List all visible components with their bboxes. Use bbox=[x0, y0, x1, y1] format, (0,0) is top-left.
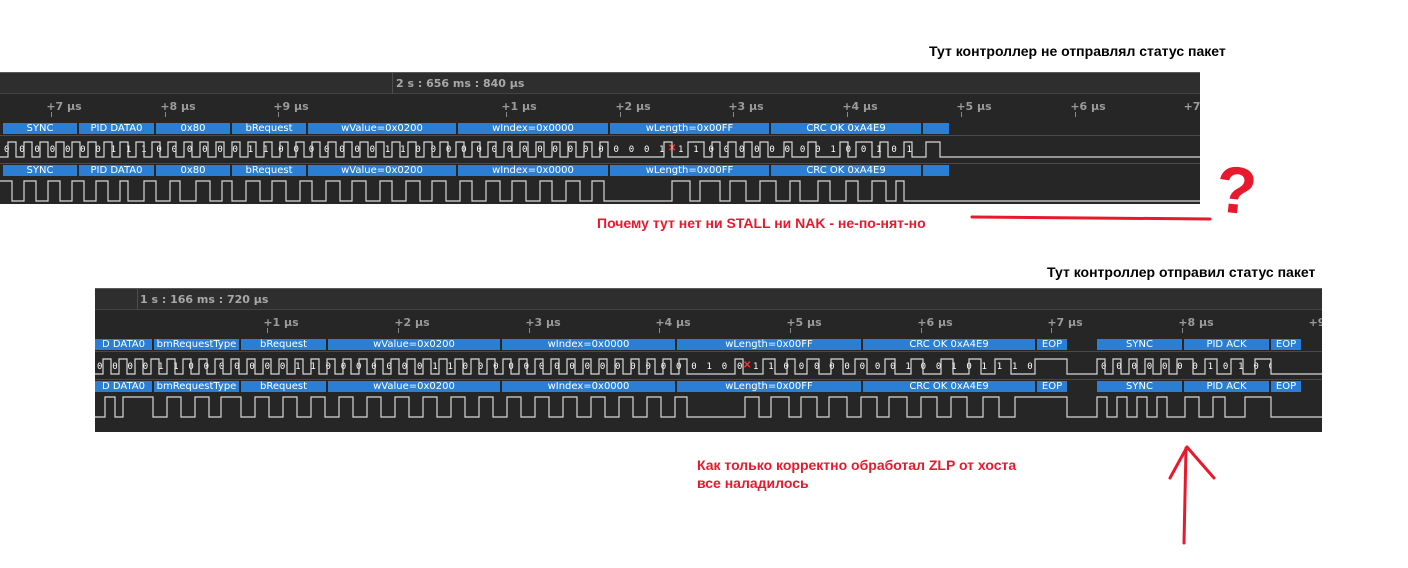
tick-label: +9 µs bbox=[273, 100, 309, 113]
decode-segment-brequest[interactable]: bRequest bbox=[232, 165, 306, 176]
decode-segment-request-type[interactable]: 0x80 bbox=[156, 123, 230, 134]
decode-segment-eop[interactable]: EOP bbox=[1271, 339, 1301, 350]
decode-segment-sync[interactable]: SYNC bbox=[1097, 381, 1182, 392]
capture-panel-top: 2 s : 656 ms : 840 µs +7 µs +8 µs +9 µs … bbox=[0, 72, 1200, 204]
timebar: 1 s : 166 ms : 720 µs bbox=[95, 289, 1322, 310]
signal-waveform bbox=[95, 396, 1322, 418]
bit-stream-continued: 1 1 0 0 0 0 0 0 0 0 1 0 0 1 0 1 1 1 0 0 … bbox=[678, 145, 923, 155]
decode-segment-pid-ack[interactable]: PID ACK bbox=[1184, 339, 1269, 350]
tick-label: +3 µs bbox=[525, 316, 561, 329]
decode-segment-pid[interactable]: PID DATA0 bbox=[79, 165, 154, 176]
decode-segment-request-type[interactable]: bmRequestType bbox=[154, 339, 239, 350]
tick-label: +8 µs bbox=[160, 100, 196, 113]
decode-segment-crc[interactable]: CRC OK 0xA4E9 bbox=[863, 381, 1035, 392]
tick-label: +5 µs bbox=[786, 316, 822, 329]
question-mark: ? bbox=[1212, 151, 1261, 229]
decode-segment-windex[interactable]: wIndex=0x0000 bbox=[458, 165, 608, 176]
decode-segment-windex[interactable]: wIndex=0x0000 bbox=[502, 339, 675, 350]
decode-segment-pid[interactable]: PID DATA0 bbox=[79, 123, 154, 134]
tick-label: +2 µs bbox=[615, 100, 651, 113]
tick-label: +9 bbox=[1308, 316, 1322, 329]
decode-segment-pid-ack[interactable]: PID ACK bbox=[1184, 381, 1269, 392]
tick-label: +7 µs bbox=[1047, 316, 1083, 329]
tick-label: +4 µs bbox=[655, 316, 691, 329]
capture-panel-bottom: 1 s : 166 ms : 720 µs +1 µs +2 µs +3 µs … bbox=[95, 288, 1322, 432]
decode-segment-sync[interactable]: SYNC bbox=[3, 165, 77, 176]
decode-segment-wvalue[interactable]: wValue=0x0200 bbox=[328, 381, 500, 392]
decode-segment-windex[interactable]: wIndex=0x0000 bbox=[458, 123, 608, 134]
tick-label: +6 µs bbox=[1070, 100, 1106, 113]
time-label: 2 s : 656 ms : 840 µs bbox=[396, 77, 525, 90]
bottom-status-note: Тут контроллер отправил статус пакет bbox=[1047, 264, 1316, 280]
decode-segment-eop[interactable]: EOP bbox=[1271, 381, 1301, 392]
decode-segment-crc[interactable]: CRC OK 0xA4E9 bbox=[771, 123, 921, 134]
time-label: 1 s : 166 ms : 720 µs bbox=[140, 293, 269, 306]
decode-segment-pid[interactable]: D DATA0 bbox=[95, 381, 152, 392]
tick-label: +6 µs bbox=[917, 316, 953, 329]
decode-segment-crc[interactable]: CRC OK 0xA4E9 bbox=[771, 165, 921, 176]
decode-segment-request-type[interactable]: 0x80 bbox=[156, 165, 230, 176]
decode-segment-tail[interactable] bbox=[923, 123, 949, 134]
zlp-note-line2: все наладилось bbox=[697, 475, 809, 491]
decode-segment-brequest[interactable]: bRequest bbox=[241, 381, 326, 392]
zlp-note-line1: Как только корректно обработал ZLP от хо… bbox=[697, 457, 1017, 473]
signal-waveform bbox=[0, 180, 1200, 202]
decode-segment-eop[interactable]: EOP bbox=[1037, 339, 1067, 350]
bit-stream-ack: 0 0 0 0 0 0 0 1 0 1 0 0 1 0 1 1 bbox=[1101, 362, 1271, 372]
decode-segment-wvalue[interactable]: wValue=0x0200 bbox=[308, 123, 456, 134]
question-note: Почему тут нет ни STALL ни NAK - не-по-н… bbox=[597, 215, 926, 231]
bit-waveform bbox=[95, 358, 1322, 375]
decode-segment-brequest[interactable]: bRequest bbox=[241, 339, 326, 350]
decode-segment-tail[interactable] bbox=[923, 165, 949, 176]
decode-segment-crc[interactable]: CRC OK 0xA4E9 bbox=[863, 339, 1035, 350]
tick-label: +8 µs bbox=[1178, 316, 1214, 329]
decode-segment-wlength[interactable]: wLength=0x00FF bbox=[677, 381, 861, 392]
decode-segment-sync[interactable]: SYNC bbox=[3, 123, 77, 134]
bit-error-mark: ✕ bbox=[743, 360, 752, 371]
decode-segment-request-type[interactable]: bmRequestType bbox=[154, 381, 239, 392]
decode-segment-windex[interactable]: wIndex=0x0000 bbox=[502, 381, 675, 392]
top-status-note: Тут контроллер не отправлял статус пакет bbox=[929, 43, 1226, 59]
decode-segment-wvalue[interactable]: wValue=0x0200 bbox=[328, 339, 500, 350]
tick-label: +1 µs bbox=[263, 316, 299, 329]
tick-label: +2 µs bbox=[394, 316, 430, 329]
decode-segment-wlength[interactable]: wLength=0x00FF bbox=[677, 339, 861, 350]
decode-segment-wlength[interactable]: wLength=0x00FF bbox=[610, 165, 769, 176]
tick-label: +7 µs bbox=[46, 100, 82, 113]
decode-segment-pid[interactable]: D DATA0 bbox=[95, 339, 152, 350]
timebar: 2 s : 656 ms : 840 µs bbox=[0, 73, 1200, 94]
bit-waveform bbox=[0, 141, 1200, 158]
decode-segment-wlength[interactable]: wLength=0x00FF bbox=[610, 123, 769, 134]
tick-label: +1 µs bbox=[501, 100, 537, 113]
decode-segment-eop[interactable]: EOP bbox=[1037, 381, 1067, 392]
tick-label: +4 µs bbox=[842, 100, 878, 113]
decode-segment-brequest[interactable]: bRequest bbox=[232, 123, 306, 134]
time-ruler: +7 µs +8 µs +9 µs +1 µs +2 µs +3 µs +4 µ… bbox=[0, 94, 1200, 118]
tick-label: +3 µs bbox=[728, 100, 764, 113]
decode-segment-wvalue[interactable]: wValue=0x0200 bbox=[308, 165, 456, 176]
time-ruler: +1 µs +2 µs +3 µs +4 µs +5 µs +6 µs +7 µ… bbox=[95, 310, 1322, 334]
tick-label: +7 bbox=[1183, 100, 1200, 113]
bit-stream: 0 0 0 0 1 1 0 0 0 0 0 0 0 1 1 0 0 0 0 0 … bbox=[97, 362, 743, 372]
decode-segment-sync[interactable]: SYNC bbox=[1097, 339, 1182, 350]
tick-label: +5 µs bbox=[956, 100, 992, 113]
